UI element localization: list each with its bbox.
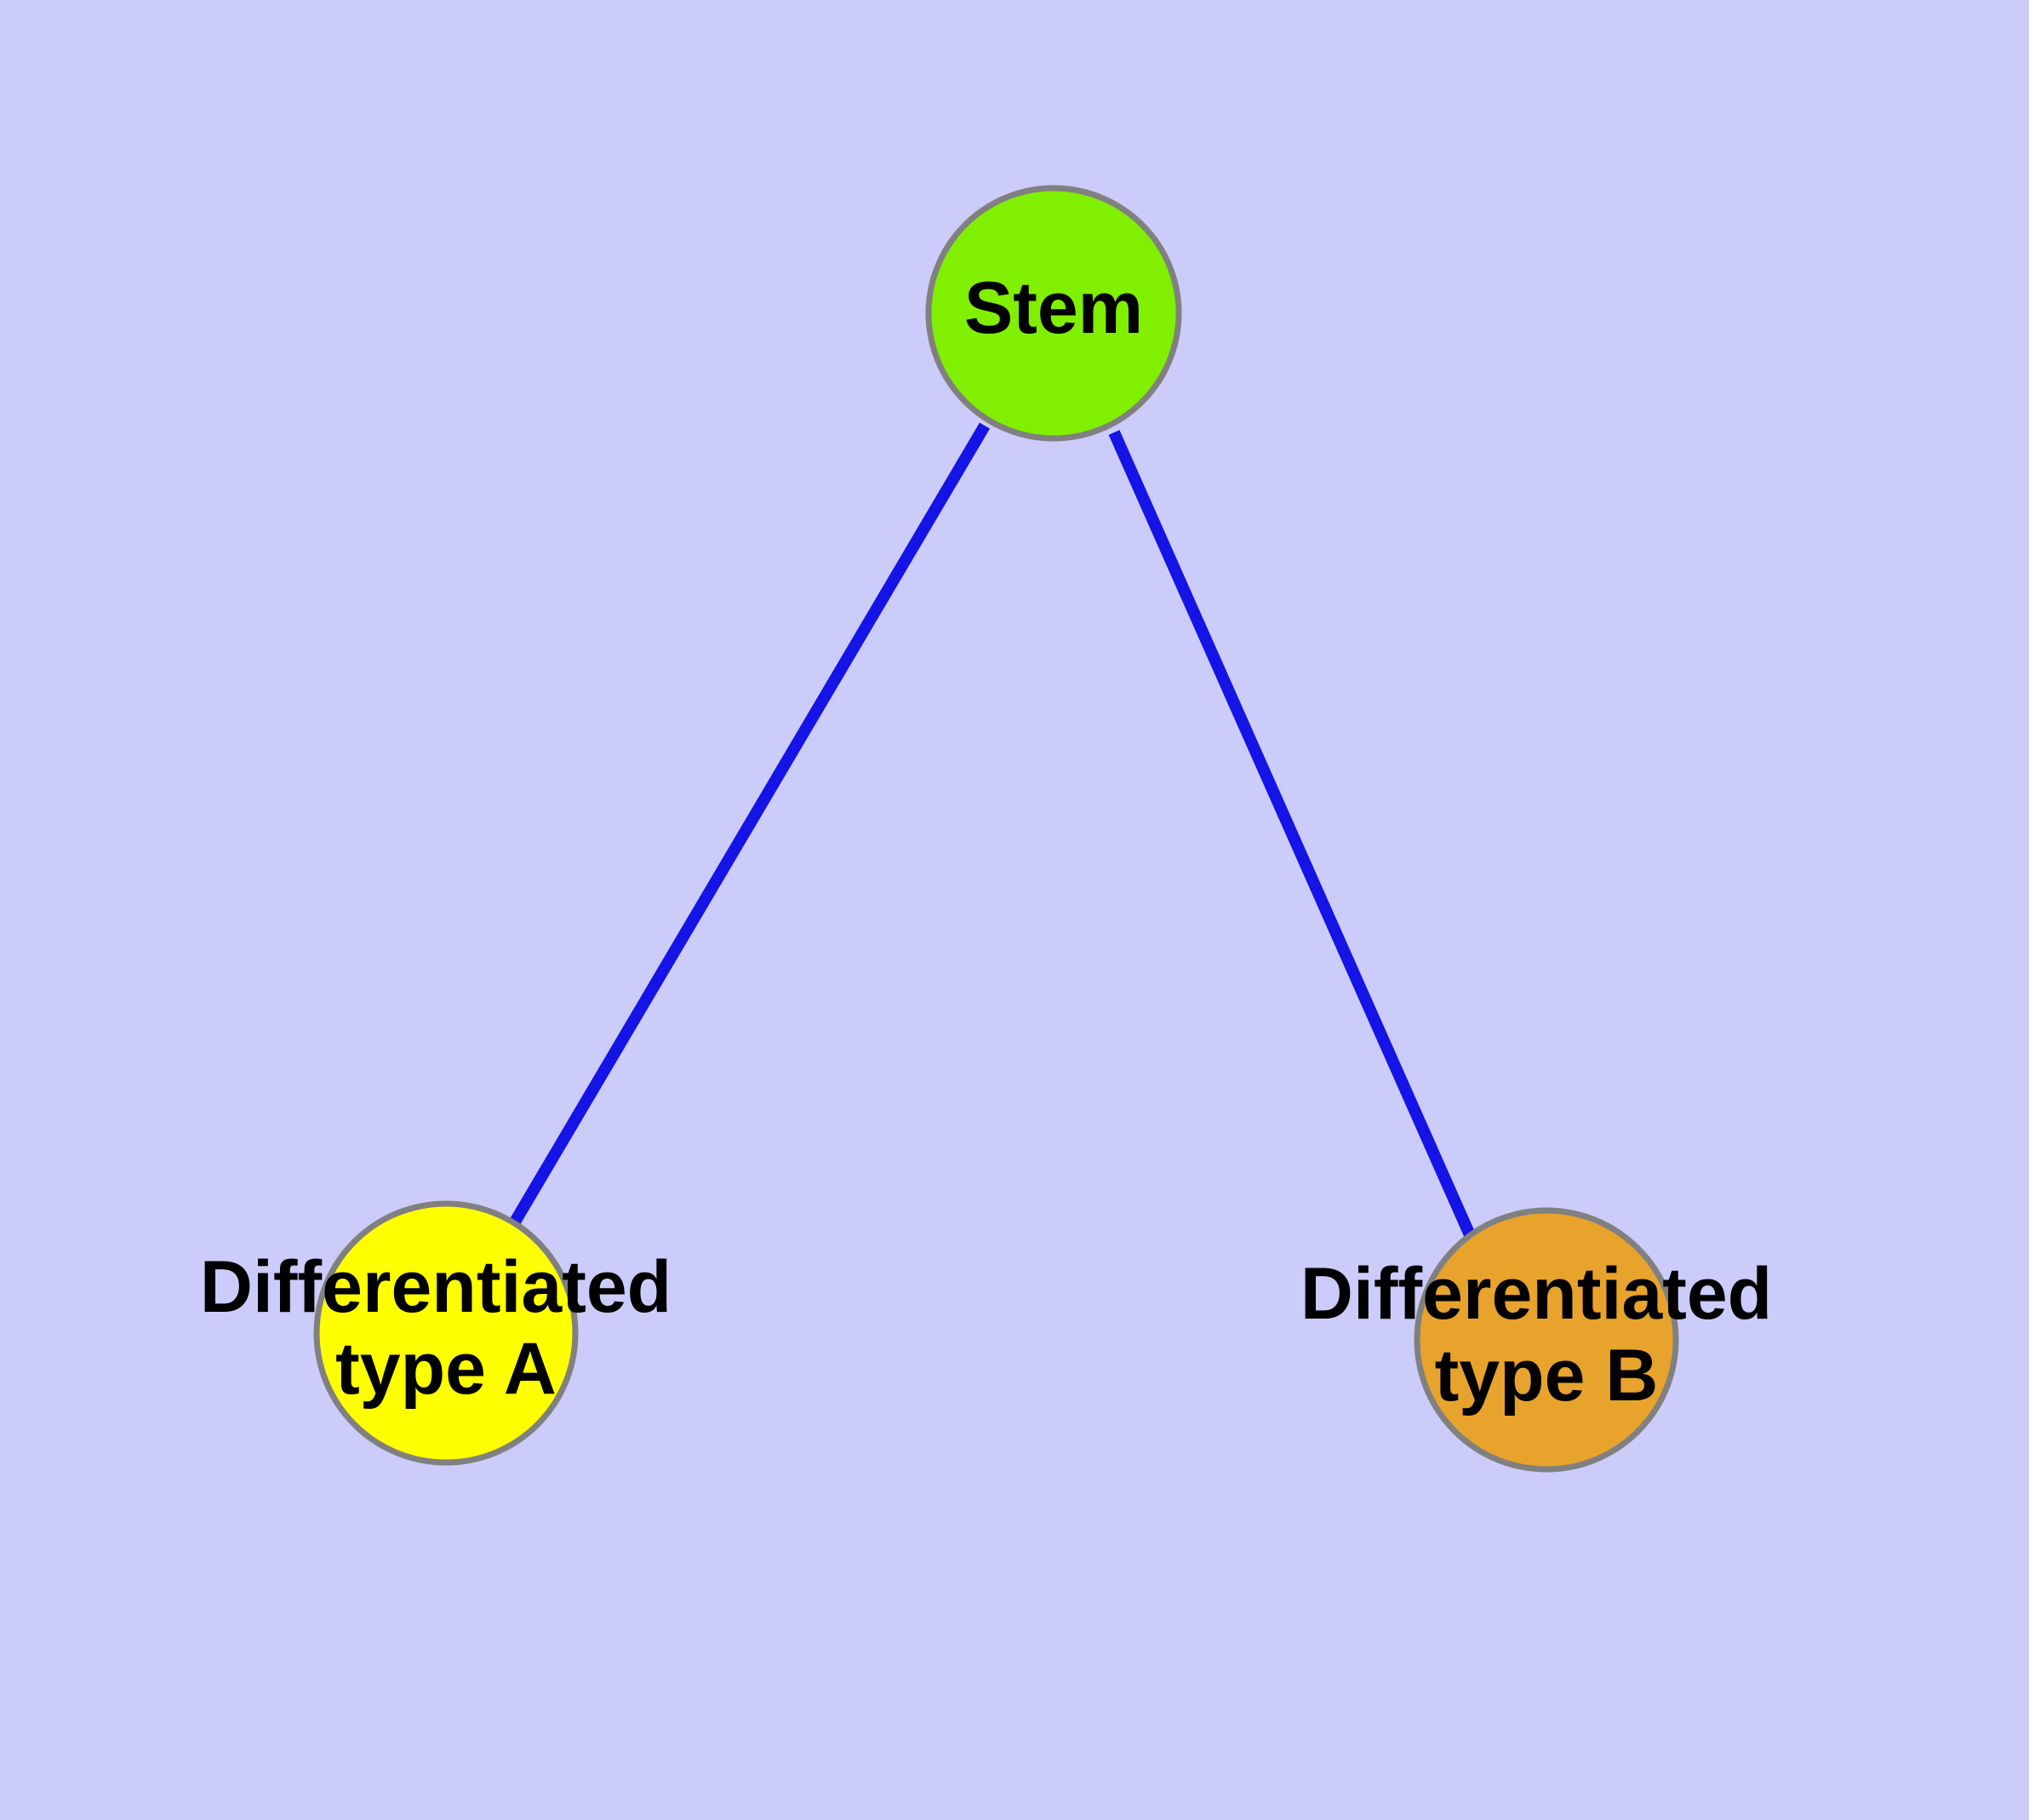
node-diff-b-label: Differentiated type B [1300,1253,1792,1417]
edge-stem-to-diff-a[interactable] [508,422,991,1227]
node-diff-b-circle[interactable] [1414,1207,1679,1473]
node-diff-a-label-line-0: Differentiated [200,1246,672,1328]
node-diff-b-label-line-1: type B [1435,1335,1659,1417]
node-layer: Stem Differentiated type A Differentiate… [200,185,1792,1473]
node-stem-circle[interactable] [925,185,1182,442]
node-diff-a-label-line-1: type A [335,1328,557,1410]
edge-layer [508,422,1477,1239]
node-diff-b[interactable]: Differentiated type B [1300,1207,1792,1473]
node-stem-label: Stem [964,267,1143,349]
node-diff-a-circle[interactable] [313,1200,579,1466]
edge-stem-to-diff-b[interactable] [1108,430,1477,1239]
node-diff-a-label: Differentiated type A [200,1246,692,1410]
node-stem[interactable]: Stem [925,185,1182,442]
node-diff-b-label-line-0: Differentiated [1300,1253,1772,1335]
node-stem-label-line-0: Stem [964,267,1143,349]
node-diff-a[interactable]: Differentiated type A [200,1200,692,1466]
